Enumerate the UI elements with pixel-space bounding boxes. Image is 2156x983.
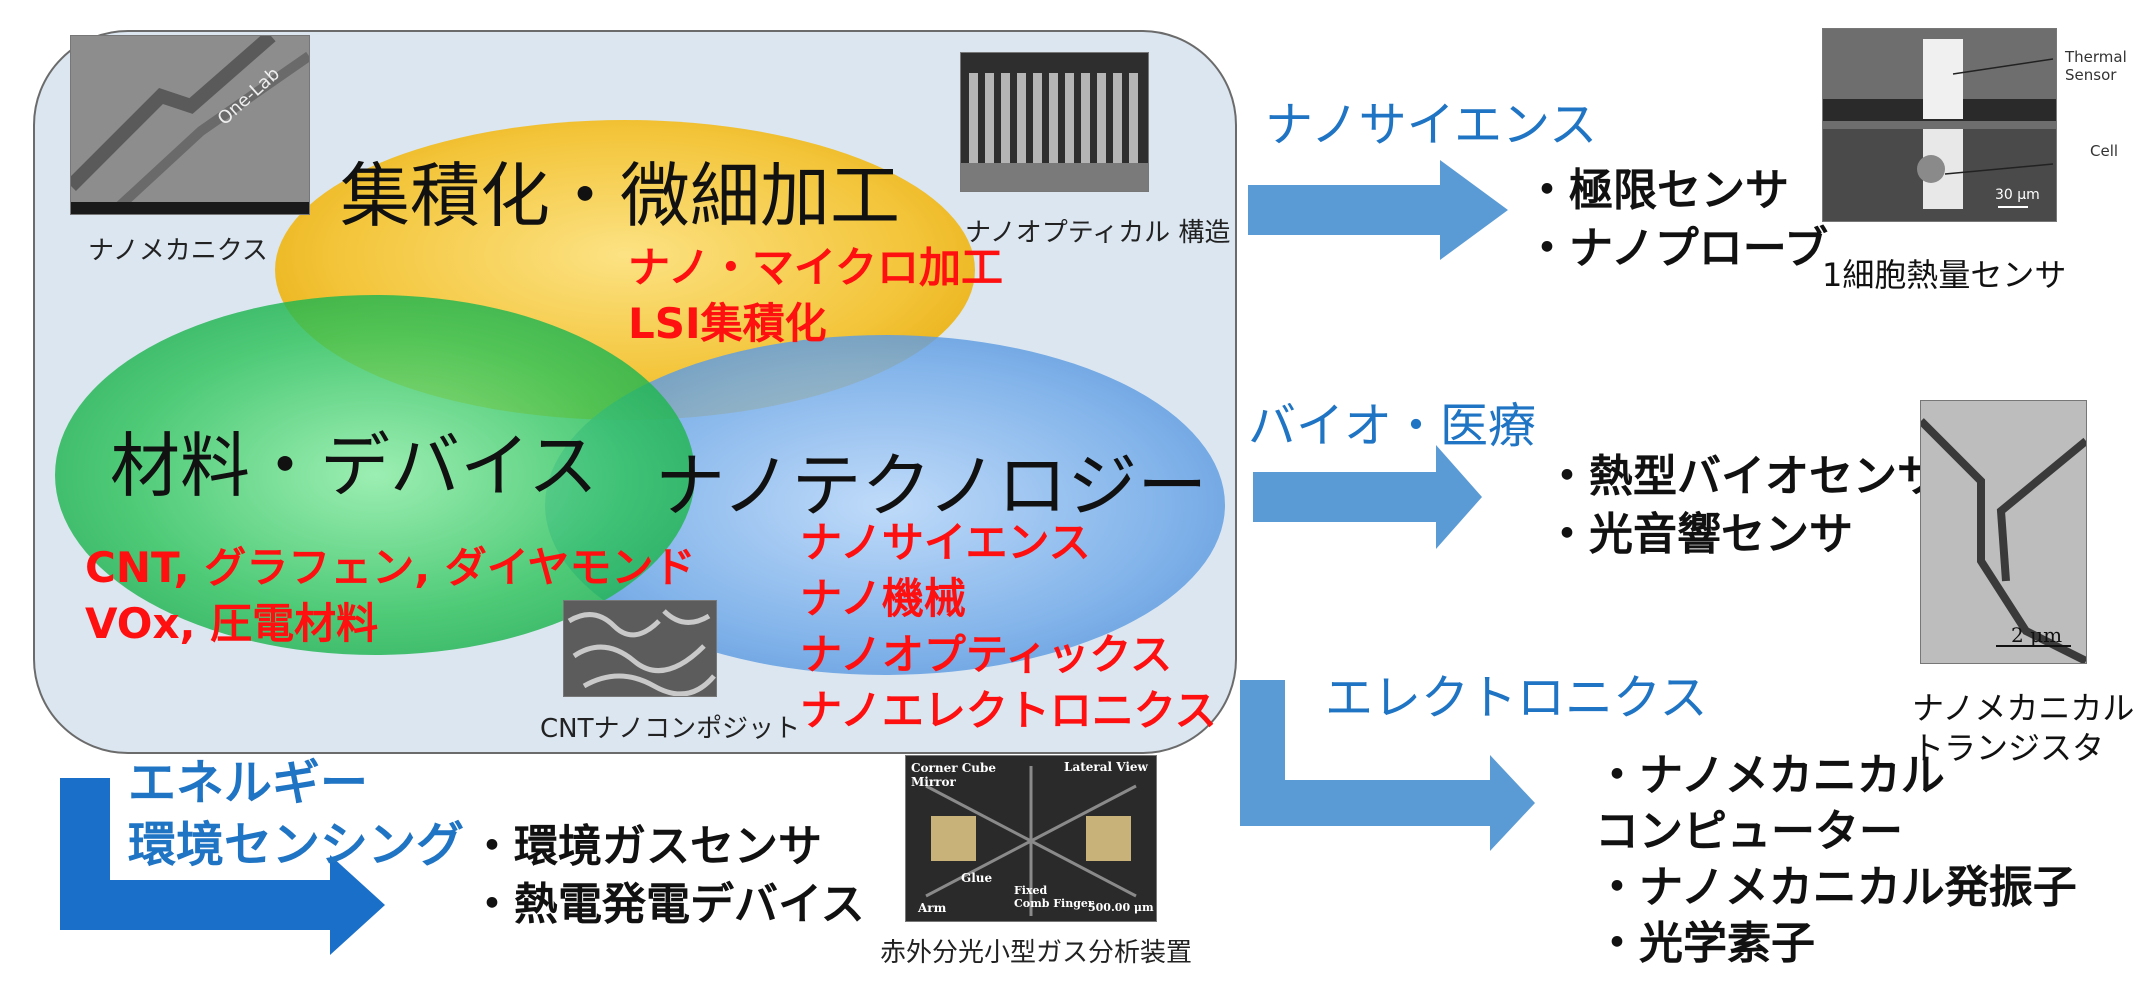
transistor-image: 2 μm	[1920, 400, 2087, 664]
lateral-view-label: Lateral View	[1064, 760, 1148, 774]
scale-500-label: 500.00 μm	[1088, 901, 1154, 914]
nanotech-item: ナノオプティックス	[800, 630, 1173, 679]
thermal-sensor-label: Thermal Sensor	[2065, 48, 2127, 84]
nanotech-title: ナノテクノロジー	[655, 445, 1208, 527]
electronics-item: ・ナノメカニカル	[1595, 750, 1945, 801]
integration-title: 集積化・微細加工	[340, 155, 900, 237]
nanoscience-arrow	[1248, 160, 1508, 260]
cnt-composite-image	[563, 600, 717, 697]
glue-label: Glue	[961, 871, 993, 885]
cell-sensor-image: 30 μm	[1822, 28, 2057, 222]
nanomechanics-image: One-Lab	[70, 35, 310, 215]
ir-gas-image: Corner Cube Mirror Lateral View Glue Fix…	[905, 755, 1157, 922]
nanotech-list: ナノサイエンス ナノ機械 ナノオプティックス ナノエレクトロニクス	[800, 515, 1217, 739]
scale-2-label: 2 μm	[2011, 623, 2063, 647]
nanotech-item: ナノ機械	[800, 574, 966, 623]
arm-label: Arm	[918, 901, 947, 915]
cell-sensor-caption: 1細胞熱量センサ	[1822, 256, 2067, 294]
nano-optical-image	[960, 52, 1149, 192]
materials-list: CNT, グラフェン, ダイヤモンド VOx, 圧電材料	[85, 540, 696, 652]
electronics-item: コンピューター	[1595, 806, 1903, 857]
nanoscience-list: ・極限センサ ・ナノプローブ	[1525, 162, 1828, 278]
bio-heading: バイオ・医療	[1248, 398, 1537, 454]
integration-list: ナノ・マイクロ加工 LSI集積化	[628, 240, 1003, 352]
bio-arrow	[1253, 445, 1482, 549]
bio-item: ・熱型バイオセンサ	[1545, 451, 1941, 502]
scale-30-label: 30 μm	[1995, 187, 2040, 203]
materials-circle	[55, 295, 695, 655]
energy-item: ・熱電発電デバイス	[470, 879, 865, 930]
electronics-item: ・ナノメカニカル発振子	[1595, 862, 2077, 913]
nanoscience-item: ・ナノプローブ	[1525, 223, 1829, 274]
corner-cube-label: Corner Cube Mirror	[911, 761, 997, 789]
ir-gas-caption: 赤外分光小型ガス分析装置	[880, 938, 1193, 968]
bio-list: ・熱型バイオセンサ ・光音響センサ	[1545, 448, 1941, 564]
energy-heading: エネルギー 環境センシング	[128, 755, 465, 873]
bio-item: ・光音響センサ	[1545, 509, 1853, 560]
nanoscience-heading: ナノサイエンス	[1265, 97, 1598, 153]
electronics-arrow	[1240, 680, 1535, 851]
integration-item: ナノ・マイクロ加工	[628, 243, 1004, 292]
nano-optical-caption: ナノオプティカル 構造	[965, 218, 1231, 248]
fixed-comb-label: Fixed Comb Finger	[1014, 884, 1094, 910]
materials-item: CNT, グラフェン, ダイヤモンド	[85, 543, 696, 592]
nanotech-circle	[545, 335, 1225, 675]
materials-item: VOx, 圧電材料	[85, 599, 379, 648]
electronics-heading: エレクトロニクス	[1325, 670, 1708, 726]
energy-item: ・環境ガスセンサ	[470, 821, 822, 872]
cnt-composite-caption: CNTナノコンポジット	[540, 714, 801, 744]
nanoscience-item: ・極限センサ	[1525, 165, 1789, 216]
materials-title: 材料・デバイス	[110, 425, 598, 507]
nanomechanics-caption: ナノメカニクス	[88, 236, 268, 266]
nanotech-item: ナノサイエンス	[800, 518, 1091, 567]
transistor-caption: ナノメカニカル トランジスタ	[1912, 689, 2135, 767]
integration-item: LSI集積化	[628, 299, 827, 348]
energy-arrow	[60, 778, 385, 955]
energy-list: ・環境ガスセンサ ・熱電発電デバイス	[470, 818, 865, 934]
nanotech-item: ナノエレクトロニクス	[800, 686, 1217, 735]
electronics-list: ・ナノメカニカル コンピューター ・ナノメカニカル発振子 ・光学素子	[1595, 748, 2077, 972]
electronics-item: ・光学素子	[1595, 918, 1815, 969]
cell-label: Cell	[2090, 142, 2119, 160]
